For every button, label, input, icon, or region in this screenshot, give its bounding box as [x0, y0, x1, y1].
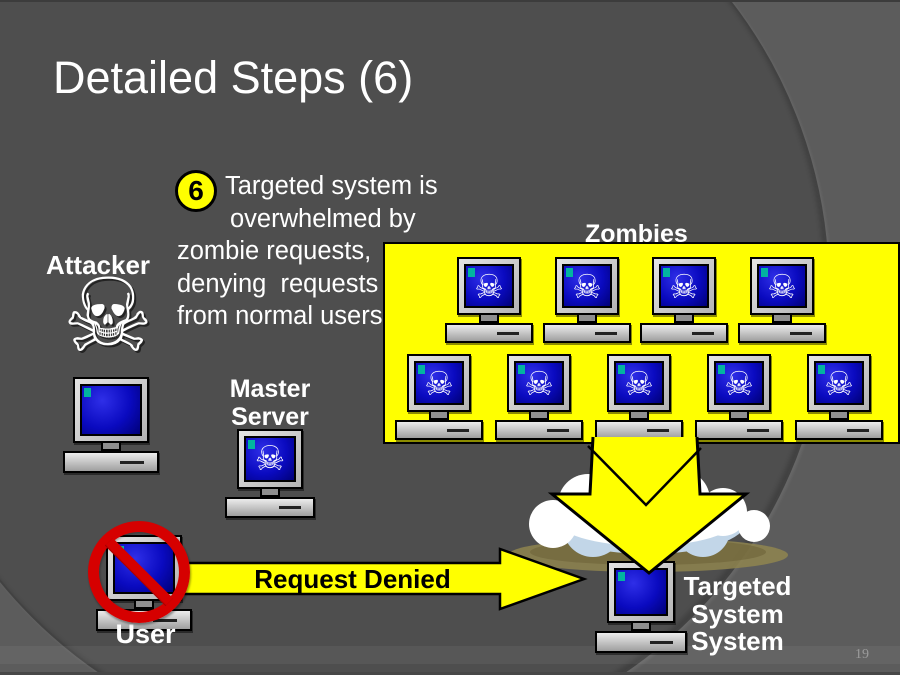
targeted-system-computer-icon [595, 561, 687, 653]
screen [80, 384, 142, 436]
skull-icon: ☠ [474, 266, 504, 306]
computer-base [63, 451, 159, 473]
page-number: 19 [855, 647, 869, 662]
attacker-label: Attacker [46, 250, 151, 280]
pirate-skull-icon: ☠ [62, 257, 154, 376]
ddos-down-arrow-icon [547, 436, 751, 575]
monitor: ☠ [237, 429, 303, 489]
step-number-badge: 6 [175, 170, 217, 212]
zombies-label: Zombies [585, 220, 688, 248]
bottom-edge-strip [0, 672, 900, 675]
skull-icon: ☠ [624, 363, 654, 403]
zombie-computer-icon: ☠ [695, 354, 783, 440]
top-edge-strip [0, 0, 900, 2]
skull-icon: ☠ [767, 266, 797, 306]
prohibition-icon [88, 521, 190, 623]
computer-base [595, 631, 687, 653]
monitor [607, 561, 675, 623]
user-label: User [115, 619, 176, 649]
step-line: Targeted system is [225, 172, 438, 200]
monitor-stand [260, 489, 280, 497]
slide-title: Detailed Steps (6) [53, 52, 414, 103]
monitor [73, 377, 149, 443]
skull-icon: ☠ [572, 266, 602, 306]
skull-icon: ☠ [424, 363, 454, 403]
step-line: overwhelmed by [230, 204, 416, 233]
screen [614, 568, 668, 616]
request-denied-label: Request Denied [254, 564, 451, 594]
zombie-computer-icon: ☠ [738, 257, 826, 343]
master-server-computer-icon: ☠ [225, 429, 315, 518]
step-line: from normal users [177, 302, 383, 330]
screen: ☠ [244, 436, 296, 482]
computer-base [225, 497, 315, 518]
step-line: denying requests [177, 269, 379, 298]
zombie-computer-icon: ☠ [543, 257, 631, 343]
step-description: Targeted system is overwhelmed by zombie… [177, 170, 487, 333]
skull-icon: ☠ [724, 363, 754, 403]
skull-icon: ☠ [824, 363, 854, 403]
attacker-computer-icon [63, 377, 159, 473]
step-line: zombie requests, [177, 237, 372, 265]
zombie-computer-icon: ☠ [795, 354, 883, 440]
zombie-computer-icon: ☠ [445, 257, 533, 343]
skull-icon: ☠ [524, 363, 554, 403]
skull-icon: ☠ [254, 439, 286, 479]
skull-icon: ☠ [669, 266, 699, 306]
monitor-stand [631, 623, 651, 631]
zombie-computer-icon: ☠ [395, 354, 483, 440]
zombie-computer-icon: ☠ [595, 354, 683, 440]
request-denied-arrow-icon [168, 547, 588, 611]
monitor-stand [101, 443, 121, 451]
zombie-computer-icon: ☠ [495, 354, 583, 440]
zombie-computer-icon: ☠ [640, 257, 728, 343]
